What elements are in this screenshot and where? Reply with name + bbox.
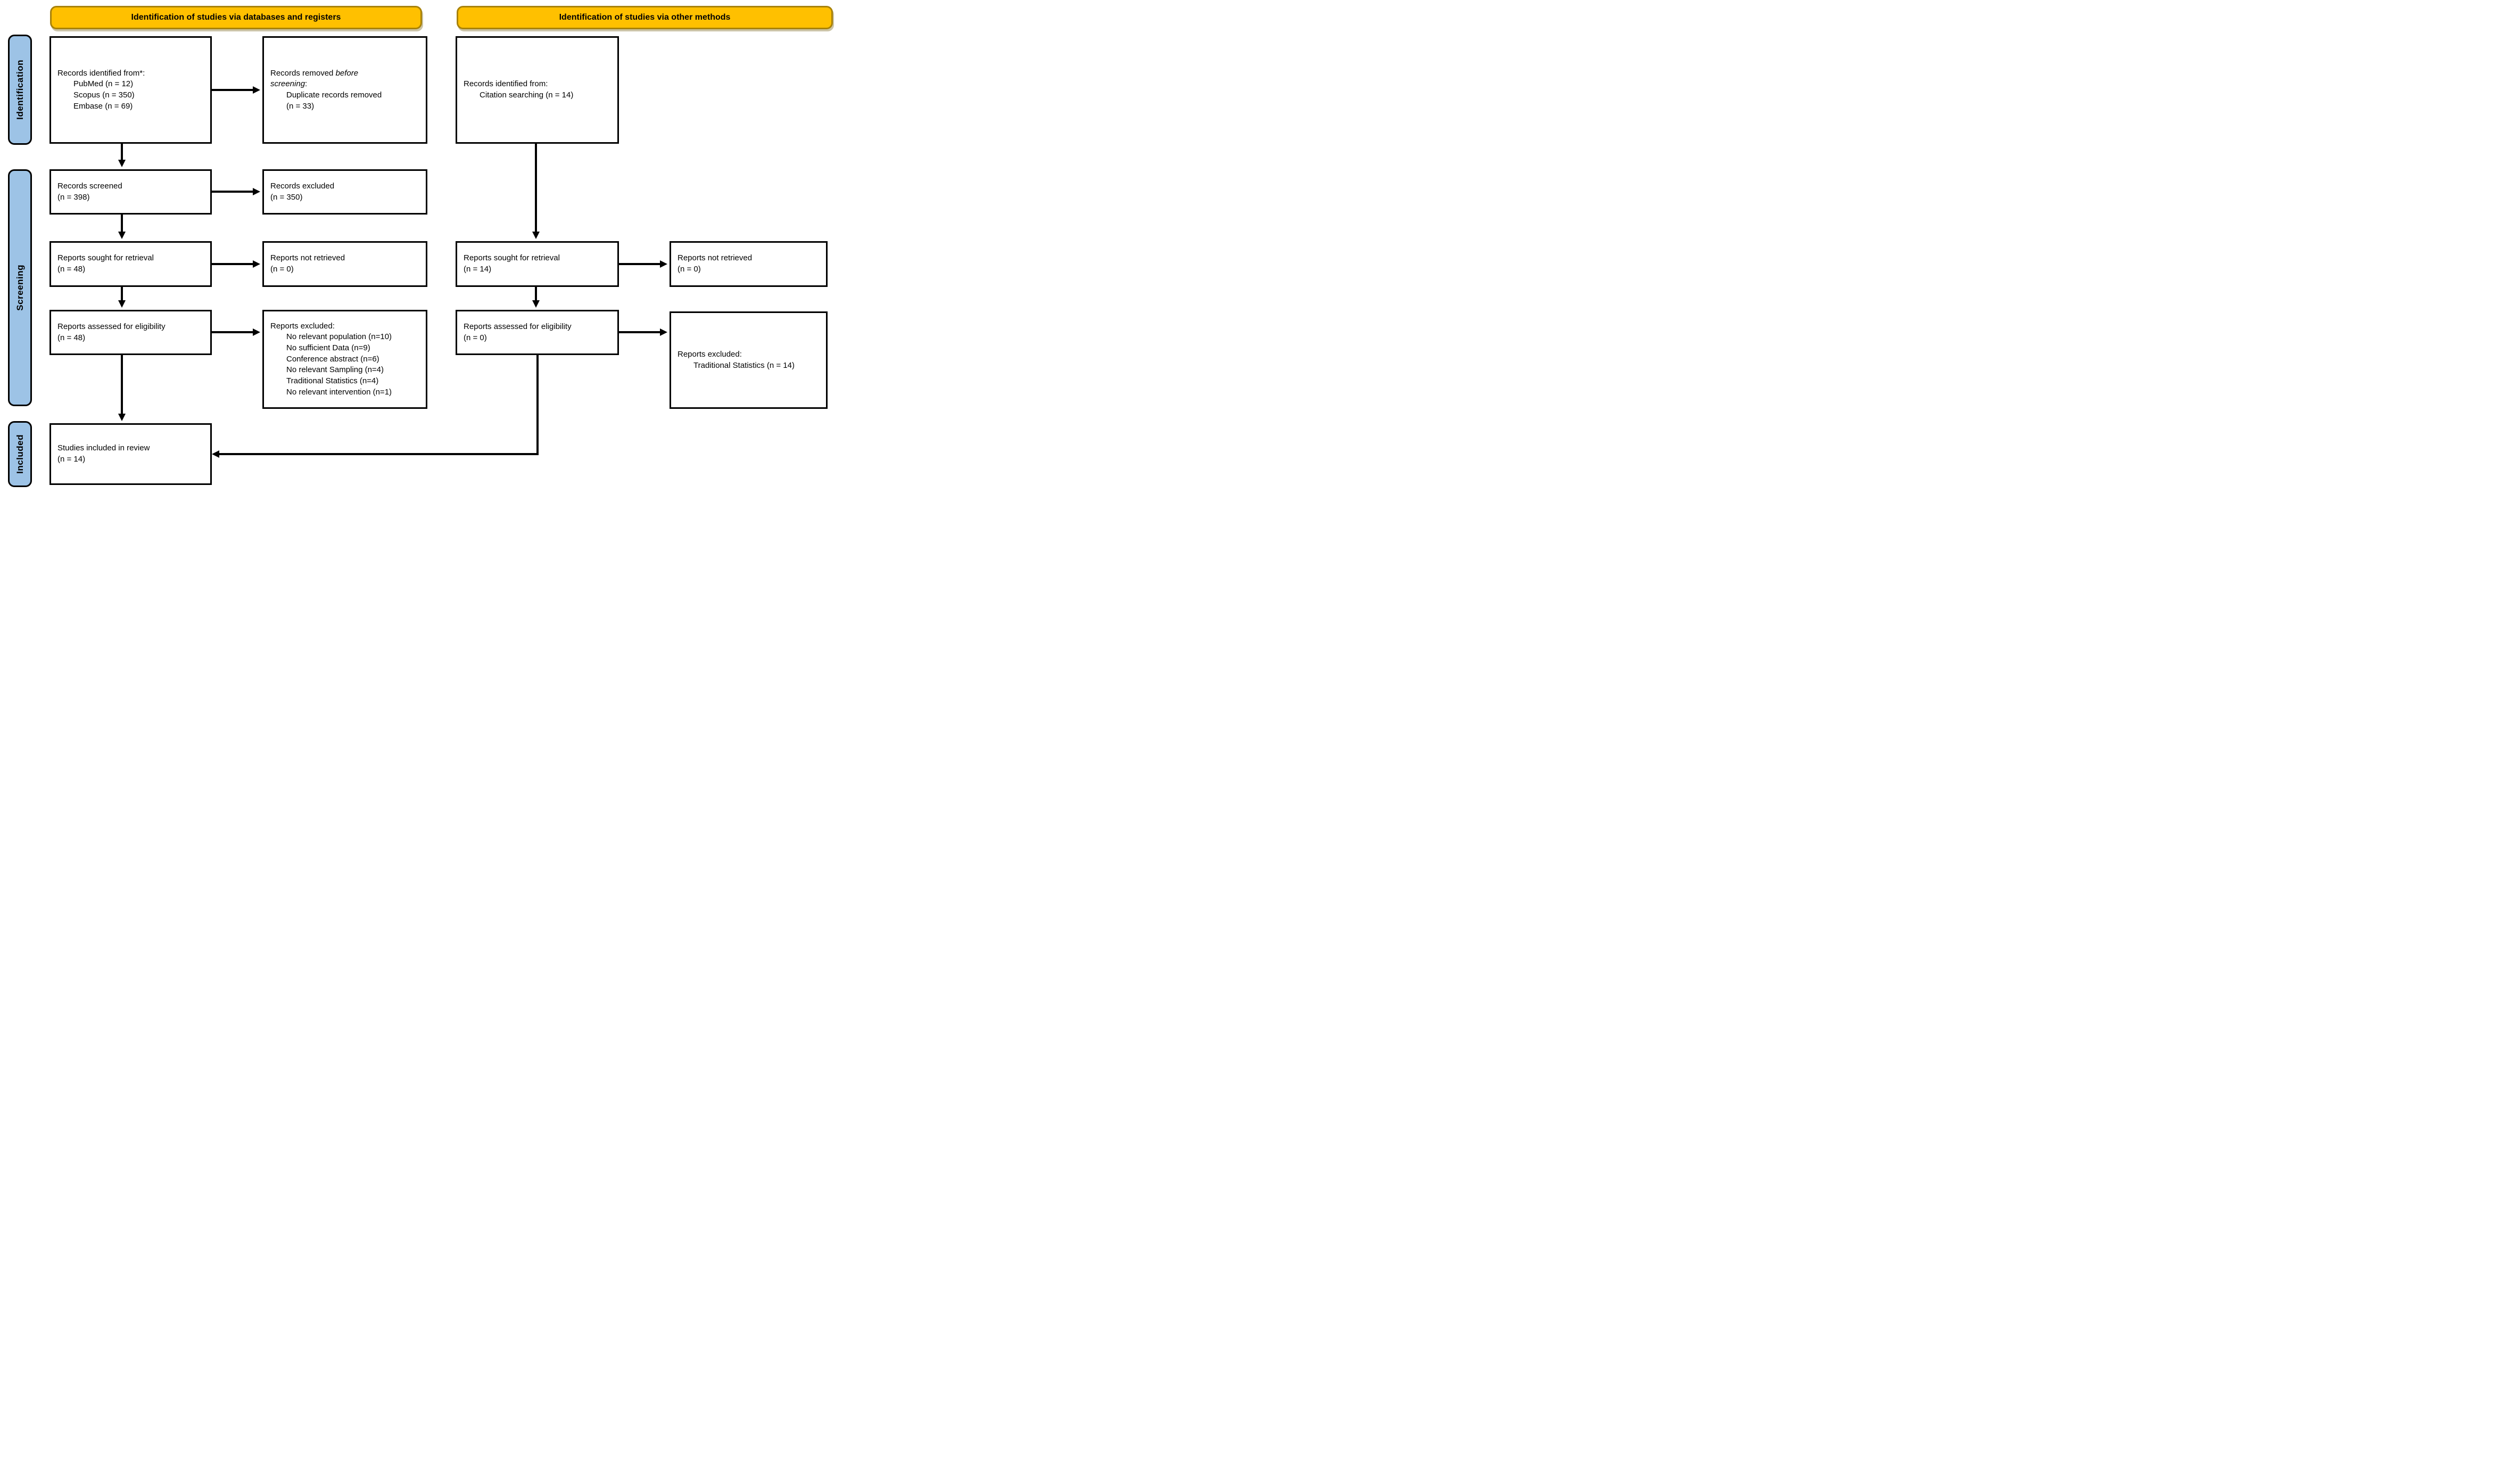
box-records-identified-databases: Records identified from*:PubMed (n = 12)… <box>49 36 212 144</box>
box-text-line: Reports excluded: <box>677 349 742 359</box>
arrow-assessed-to-excluded-other <box>619 328 667 336</box>
arrow-sought-to-not-retrieved-databases <box>212 260 260 268</box>
box-reports-sought-databases: Reports sought for retrieval (n = 48) <box>49 241 212 287</box>
box-text-line: No sufficient Data (n=9) <box>286 343 370 352</box>
box-text-line: Records identified from*: <box>57 68 145 78</box>
box-text-line: (n = 48) <box>57 333 86 342</box>
stage-identification: Identification <box>8 35 32 145</box>
arrow-screened-to-excluded <box>212 188 260 195</box>
box-text-line: Records excluded <box>270 181 335 191</box>
box-text-line: Reports assessed for eligibility <box>464 322 572 331</box>
box-text-line: (n = 350) <box>270 192 303 202</box>
box-text-line: Reports excluded: <box>270 321 335 331</box>
banner-identification-databases-registers: Identification of studies via databases … <box>50 6 422 29</box>
box-text-line: No relevant intervention (n=1) <box>286 387 392 397</box>
box-reports-assessed-other-methods: Reports assessed for eligibility (n = 0) <box>456 310 619 355</box>
box-reports-not-retrieved-other-methods: Reports not retrieved (n = 0) <box>670 241 828 287</box>
box-text-line: Embase (n = 69) <box>73 101 133 111</box>
box-text-line: PubMed (n = 12) <box>73 79 134 89</box>
box-records-excluded: Records excluded(n = 350) <box>262 169 427 215</box>
arrow-citation-to-sought <box>532 144 540 239</box>
box-text-line: (n = 0) <box>270 265 294 274</box>
stage-identification-label: Identification <box>14 60 25 120</box>
box-text-line: Records identified from: <box>464 79 548 89</box>
banner-identification-other-methods: Identification of studies via other meth… <box>457 6 833 29</box>
box-text-line: Records removed before <box>270 68 359 78</box>
box-records-screened: Records screened(n = 398) <box>49 169 212 215</box>
arrow-identified-to-removed <box>212 86 260 94</box>
box-text-line: Scopus (n = 350) <box>73 90 135 100</box>
box-reports-excluded-other-methods: Reports excluded:Traditional Statistics … <box>670 311 828 409</box>
box-text-line: (n = 0) <box>677 265 701 274</box>
arrow-sought-to-assessed-databases <box>118 287 126 308</box>
box-text-line: (n = 398) <box>57 192 90 202</box>
box-text-line: Reports not retrieved <box>677 253 753 263</box>
box-text-line: screening: <box>270 79 308 89</box>
box-text-line: Records screened <box>57 181 122 191</box>
box-text-line: (n = 14) <box>464 265 492 274</box>
box-studies-included: Studies included in review (n = 14) <box>49 423 212 485</box>
arrow-sought-to-not-retrieved-other <box>619 260 667 268</box>
box-text-line: Reports sought for retrieval <box>57 253 154 263</box>
box-reports-sought-other-methods: Reports sought for retrieval (n = 14) <box>456 241 619 287</box>
arrow-screened-to-sought <box>118 215 126 239</box>
box-text-line: (n = 33) <box>286 101 315 111</box>
box-text-line: Duplicate records removed <box>286 90 382 100</box>
arrow-assessed-to-excluded-databases <box>212 328 260 336</box>
box-reports-assessed-databases: Reports assessed for eligibility (n = 48) <box>49 310 212 355</box>
stage-screening: Screening <box>8 169 32 406</box>
box-records-identified-other-methods: Records identified from:Citation searchi… <box>456 36 619 144</box>
arrow-identified-to-screened <box>118 144 126 167</box>
box-text-line: Conference abstract (n=6) <box>286 354 379 364</box>
box-text-line: (n = 14) <box>57 455 86 464</box>
box-text-line: Reports sought for retrieval <box>464 253 560 263</box>
arrow-sought-to-assessed-other <box>532 287 540 308</box>
stage-included-label: Included <box>14 434 25 474</box>
box-text-line: Traditional Statistics (n = 14) <box>693 360 795 370</box>
arrow-assessed-to-included <box>118 355 126 421</box>
box-text-line: Reports not retrieved <box>270 253 345 263</box>
box-text-line: Reports assessed for eligibility <box>57 322 166 331</box>
stage-included: Included <box>8 421 32 487</box>
box-text-line: (n = 0) <box>464 333 487 342</box>
box-text-line: No relevant population (n=10) <box>286 332 392 342</box>
box-text-line: No relevant Sampling (n=4) <box>286 365 384 375</box>
box-text-line: (n = 48) <box>57 265 86 274</box>
box-reports-excluded-databases: Reports excluded:No relevant population … <box>262 310 427 409</box>
box-text-line: Citation searching (n = 14) <box>480 90 574 100</box>
box-text-line: Traditional Statistics (n=4) <box>286 376 379 386</box>
box-reports-not-retrieved-databases: Reports not retrieved (n = 0) <box>262 241 427 287</box>
prisma-flow-diagram: Identification of studies via databases … <box>0 0 840 494</box>
stage-screening-label: Screening <box>14 265 25 311</box>
box-text-line: Studies included in review <box>57 443 150 453</box>
